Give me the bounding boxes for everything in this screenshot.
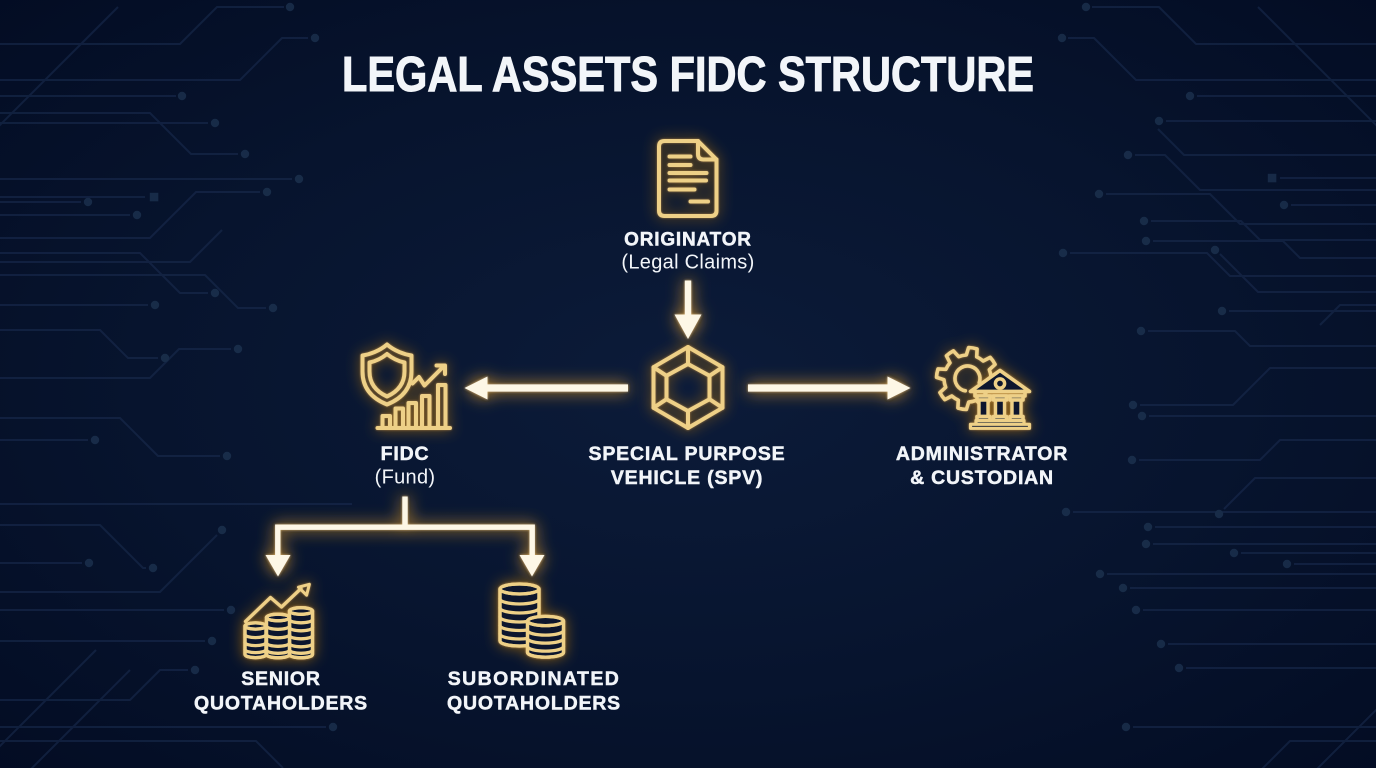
svg-text:& CUSTODIAN: & CUSTODIAN [910, 467, 1054, 489]
svg-text:(Legal Claims): (Legal Claims) [621, 252, 754, 274]
svg-text:SPECIAL PURPOSE: SPECIAL PURPOSE [589, 443, 786, 465]
svg-text:LEGAL ASSETS FIDC STRUCTURE: LEGAL ASSETS FIDC STRUCTURE [342, 48, 1034, 102]
svg-text:VEHICLE (SPV): VEHICLE (SPV) [611, 467, 763, 489]
svg-text:QUOTAHOLDERS: QUOTAHOLDERS [194, 693, 368, 715]
svg-text:ADMINISTRATOR: ADMINISTRATOR [896, 443, 1068, 465]
svg-text:ORIGINATOR: ORIGINATOR [624, 230, 752, 251]
svg-text:FIDC: FIDC [381, 443, 430, 465]
svg-text:SENIOR: SENIOR [241, 668, 321, 690]
svg-text:QUOTAHOLDERS: QUOTAHOLDERS [447, 693, 621, 715]
svg-text:SUBORDINATED: SUBORDINATED [448, 668, 620, 690]
svg-text:(Fund): (Fund) [375, 467, 436, 489]
